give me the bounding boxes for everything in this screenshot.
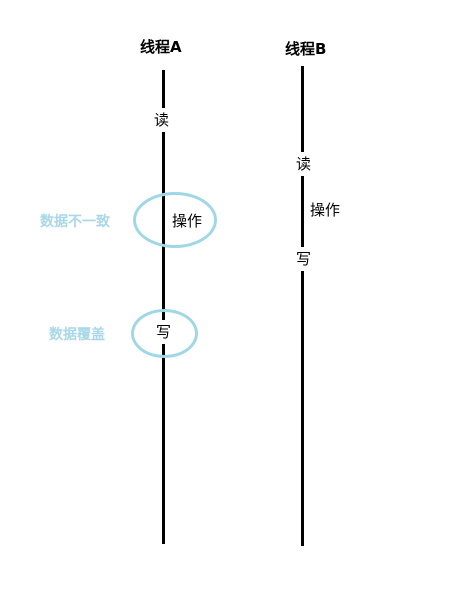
inconsistency-label: 数据不一致 [40,214,110,230]
thread-a-write-step: 写 [156,320,172,344]
thread-a-title: 线程A [140,38,182,56]
thread-b-timeline [301,66,304,546]
overwrite-label: 数据覆盖 [49,327,105,343]
thread-a-timeline [162,70,165,544]
thread-a-read-step: 读 [154,108,170,132]
thread-b-read-step: 读 [296,152,312,176]
inconsistency-highlight [133,192,217,248]
thread-b-title: 线程B [285,40,327,58]
thread-a-op-step: 操作 [172,212,203,230]
thread-b-op-step: 操作 [310,198,341,222]
overwrite-highlight [131,309,198,358]
thread-b-write-step: 写 [296,247,312,271]
